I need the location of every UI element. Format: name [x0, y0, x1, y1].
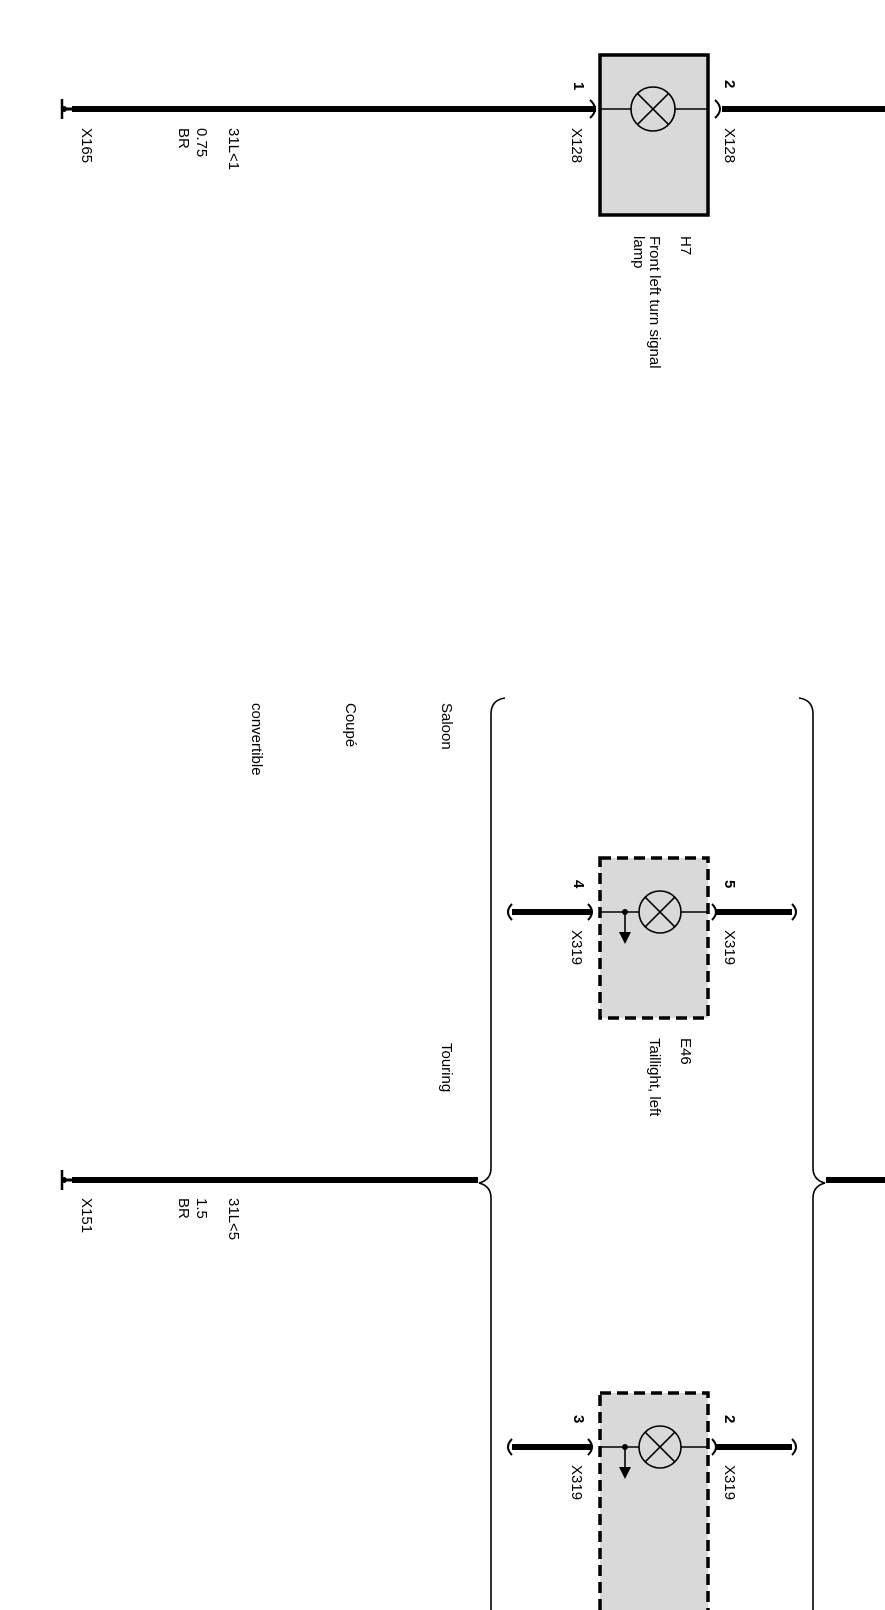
e46-pin-left: 4 [570, 880, 587, 889]
wire-top-signal: 31L<1 [225, 128, 242, 170]
lower-lamp-circuit: 3 X319 2 X319 [507, 1391, 797, 1610]
variant-coupe: Coupé [342, 703, 359, 747]
h7-pin-right: 2 [721, 80, 738, 88]
lamp3-pin-left: 3 [570, 1415, 587, 1423]
ground-symbol-x151 [60, 1170, 72, 1190]
arrow-down-icon [619, 909, 631, 944]
lamp3-conn-left: X319 [568, 1465, 585, 1500]
arrow-down-icon [619, 1444, 631, 1479]
wire-bottom-signal: 31L<5 [225, 1198, 242, 1240]
left-brace [478, 697, 506, 1610]
h7-conn-left: X128 [568, 128, 585, 163]
e46-name: Taillight, left [646, 1038, 663, 1117]
h7-pin-left: 1 [570, 82, 587, 90]
e46-lamp-box[interactable] [598, 856, 710, 1020]
right-brace [798, 697, 826, 1610]
lower-lamp-box[interactable] [598, 1391, 710, 1610]
lamp3-pin-right: 2 [721, 1415, 738, 1423]
e46-circuit: 4 X319 5 X319 E46 Taillight, left [507, 856, 797, 1117]
lamp-icon [630, 86, 676, 132]
connector-arc-h7-pin1 [589, 99, 596, 119]
wire-bottom-gauge: 1.5 [193, 1198, 210, 1219]
variant-touring: Touring [438, 1043, 455, 1092]
ground-label-x151: X151 [78, 1198, 95, 1233]
h7-name-line1: Front left turn signal [646, 236, 663, 369]
variant-braces [478, 697, 826, 1610]
e46-conn-left: X319 [568, 930, 585, 965]
wire-top-color: BR [175, 128, 192, 149]
variant-convertible: convertible [248, 703, 265, 776]
e46-id: E46 [677, 1038, 694, 1065]
lamp3-conn-right: X319 [721, 1465, 738, 1500]
h7-conn-right: X128 [721, 128, 738, 163]
e46-pin-right: 5 [721, 880, 738, 888]
h7-lamp-box[interactable] [598, 53, 710, 217]
lamp-icon [638, 890, 682, 934]
wire-top-gauge: 0.75 [193, 128, 210, 157]
lamp-icon [638, 1425, 682, 1469]
connector-arc-h7-pin2 [714, 99, 721, 119]
wire-bottom-color: BR [175, 1198, 192, 1219]
h7-id: H7 [677, 236, 694, 255]
ground-symbol-x165 [60, 99, 72, 119]
top-circuit: 1 X128 2 X128 H7 Front left turn signal … [60, 53, 885, 369]
ground-label-x165: X165 [78, 128, 95, 163]
h7-name-line2: lamp [630, 236, 647, 269]
e46-conn-right: X319 [721, 930, 738, 965]
bottom-ground-circuit: X151 31L<5 1.5 BR [60, 1170, 885, 1240]
variant-saloon: Saloon [438, 703, 455, 750]
